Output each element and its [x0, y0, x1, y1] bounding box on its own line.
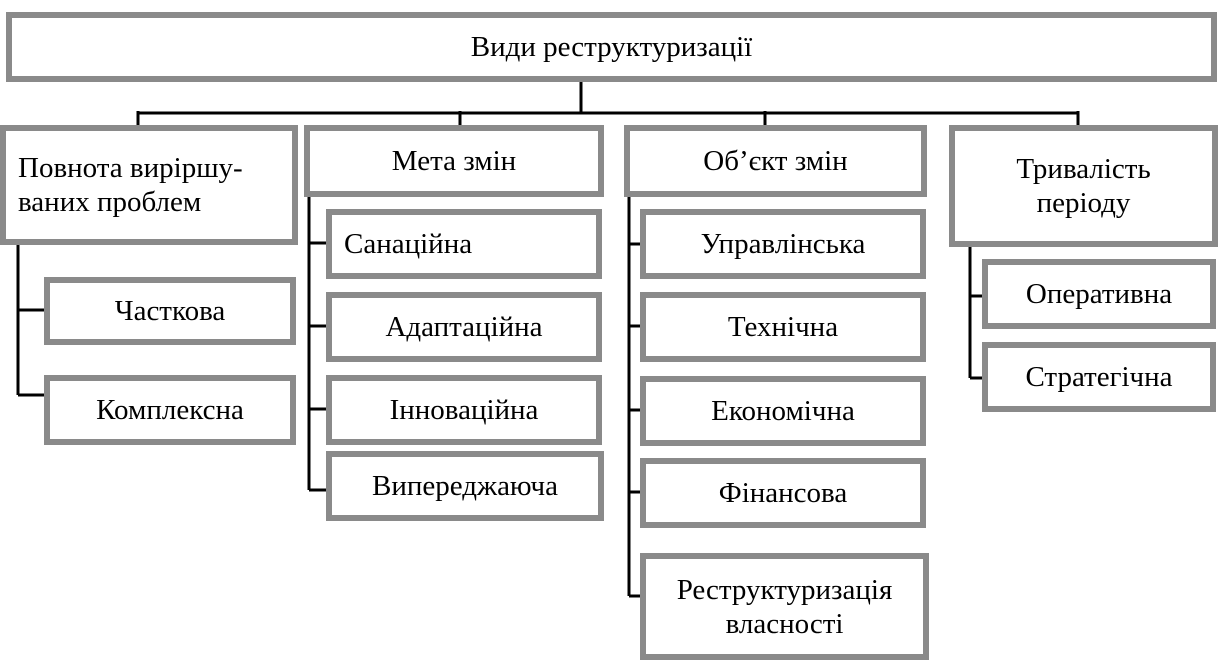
category-node-4: Тривалість періоду: [949, 125, 1218, 247]
item-label: Комплексна: [96, 394, 244, 426]
root-node: Види реструктуризації: [6, 12, 1217, 82]
item-node: Управлінська: [640, 209, 926, 279]
item-label: Технічна: [727, 311, 839, 343]
category-2-label: Мета змін: [391, 145, 517, 177]
item-label-line-1: Реструктуризація: [676, 573, 893, 606]
item-label: Фінансова: [718, 477, 848, 509]
item-label: Оперативна: [1025, 278, 1173, 310]
item-node: Випереджаюча: [326, 451, 604, 521]
item-label: Санаційна: [344, 228, 473, 260]
item-label: Часткова: [114, 295, 226, 327]
item-label: Управлінська: [700, 228, 866, 260]
item-label: Стратегічна: [1025, 361, 1173, 393]
item-label: Економічна: [711, 395, 855, 427]
item-label: Адаптаційна: [385, 311, 543, 343]
category-4-label: Тривалість періоду: [1016, 152, 1150, 220]
category-3-label: Об’єкт змін: [703, 145, 848, 177]
category-1-label-line-2: ваних проблем: [18, 186, 202, 218]
category-node-3: Об’єкт змін: [624, 125, 927, 197]
category-node-2: Мета змін: [304, 125, 604, 197]
root-label: Види реструктуризації: [470, 31, 753, 63]
item-node: Часткова: [44, 277, 296, 345]
category-1-label: Повнота виріршу- ваних проблем: [18, 151, 243, 219]
item-node: Інноваційна: [326, 375, 602, 445]
item-node: Стратегічна: [982, 342, 1216, 412]
item-label: Реструктуризація власності: [677, 573, 893, 641]
category-node-1: Повнота виріршу- ваних проблем: [0, 125, 298, 245]
item-node: Адаптаційна: [326, 292, 602, 362]
item-node: Санаційна: [326, 209, 602, 279]
category-4-label-line-1: Тривалість: [1016, 153, 1151, 185]
category-4-label-line-2: періоду: [1036, 187, 1131, 219]
item-label: Випереджаюча: [372, 470, 558, 502]
item-node: Комплексна: [44, 375, 296, 445]
item-node: Фінансова: [640, 458, 926, 528]
category-1-label-line-1: Повнота виріршу-: [18, 152, 243, 184]
item-label: Інноваційна: [389, 394, 539, 426]
item-node: Економічна: [640, 376, 926, 446]
item-node: Реструктуризація власності: [640, 553, 929, 660]
item-label-line-2: власності: [725, 607, 844, 640]
item-node: Оперативна: [982, 259, 1216, 329]
item-node: Технічна: [640, 292, 926, 362]
